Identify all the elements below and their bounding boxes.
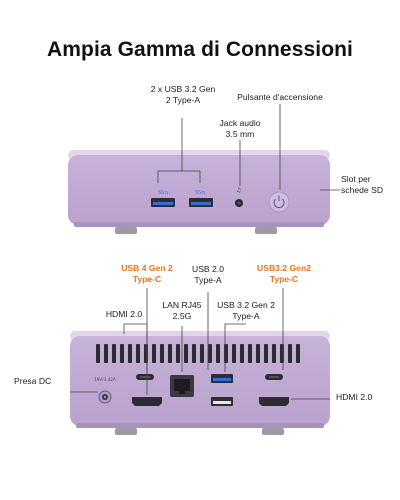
front-usb-port-2: SS⇆ [189,190,213,207]
front-usb-port-1: SS⇆ [151,190,175,207]
usb32-typec-label: USB3.2 Gen2 Type-C [246,263,322,285]
rear-hdmi-port-right [259,397,289,406]
front-foot-right [255,227,277,234]
usb32-typea-label-line-1: USB 3.2 Gen 2 [217,300,275,310]
lan-label-line-2: 2.5G [172,311,192,321]
hdmi-right-label: HDMI 2.0 [336,392,373,402]
rear-lan-port [170,375,194,397]
svg-text:♫: ♫ [236,187,241,194]
front-case-body [68,155,330,225]
sd-slot-label-line-1: Slot per [341,174,371,184]
rear-usb-a-port-blue [211,374,233,383]
rear-hdmi-port-left [132,397,162,406]
rear-dc-jack [98,390,112,404]
front-audio-jack: ♫ [235,187,243,207]
lan-label: LAN RJ45 2.5G [154,300,210,322]
sd-slot-label-line-2: schede SD [341,185,384,195]
power-button-label: Pulsante d'accensione [237,92,323,102]
front-usb-label: 2 x USB 3.2 Gen 2 Type-A [135,84,231,106]
rear-foot-left [115,428,137,435]
usb4-label: USB 4 Gen 2 Type-C [110,263,184,285]
front-usb-label-line-2: 2 Type-A [165,95,201,105]
hdmi-left-label: HDMI 2.0 [105,309,143,319]
usb32-typea-label-line-2: Type-A [232,311,260,321]
usb20-label-line-2: Type-A [194,275,222,285]
usb32-typec-label-line-2: Type-C [269,274,299,284]
sd-slot-label: Slot per schede SD [341,174,399,196]
svg-text:SS⇆: SS⇆ [158,190,169,196]
page-title: Ampia Gamma di Connessioni [47,38,353,61]
usb4-label-line-1: USB 4 Gen 2 [121,263,173,273]
rear-usb-c-port-right [265,374,283,380]
rear-vent-grille [96,344,300,363]
rear-usb-c-port-left [136,374,154,380]
rear-foot-right [262,428,284,435]
lan-label-line-1: LAN RJ45 [162,300,202,310]
usb32-typea-label: USB 3.2 Gen 2 Type-A [212,300,280,322]
dc-label: Presa DC [14,376,52,386]
audio-jack-label-line-2: 3.5 mm [225,129,255,139]
audio-jack-label-line-1: Jack audio [219,118,261,128]
usb20-label-line-1: USB 2.0 [191,264,224,274]
svg-text:SS⇆: SS⇆ [195,190,206,196]
front-foot-left [115,227,137,234]
usb32-typec-label-line-1: USB3.2 Gen2 [257,263,311,273]
audio-jack-label: Jack audio 3.5 mm [210,118,270,140]
usb4-label-line-2: Type-C [132,274,162,284]
usb20-label: USB 2.0 Type-A [180,264,236,286]
front-power-button [268,191,290,213]
front-usb-label-line-1: 2 x USB 3.2 Gen [150,84,216,94]
rear-usb-a-port-white [211,397,233,406]
dc-jack-marking: 19V/3.42A [94,377,116,382]
